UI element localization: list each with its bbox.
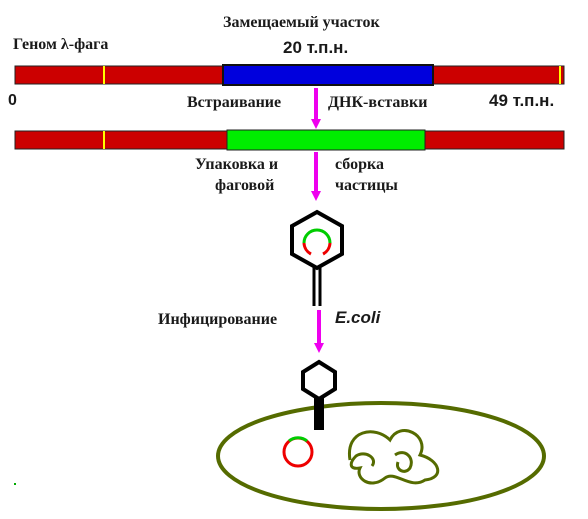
phage-dna-insert [288,436,308,443]
host-label: E.coli [335,308,381,327]
packaging-label-1b: сборка [335,156,384,173]
insertion-label-left: Встраивание [187,94,282,111]
genome-start-label: 0 [8,92,17,109]
packaged-dna-insert [302,228,332,244]
infection-label: Инфицирование [158,311,278,328]
packaged-dna-arm [302,242,312,256]
genome-label: Геном λ-фага [13,36,109,53]
stray-pixel [14,483,16,485]
bacteriophage-icon [301,359,337,430]
inserted-dna-segment [226,129,426,151]
packaging-label-2a: фаговой [215,177,275,194]
ecoli-cell-icon [216,401,546,511]
insertion-label-right: ДНК-вставки [328,94,428,111]
replaced-region-label: Замещаемый участок [223,14,380,31]
replaced-segment [222,64,434,86]
replaced-size-label: 20 т.п.н. [283,38,349,57]
genome-bar-native [14,64,565,86]
bacterial-chromosome [348,429,439,485]
bacteriophage-icon [290,209,344,306]
packaging-label-1a: Упаковка и [195,156,279,173]
cell-membrane [216,401,546,511]
phage-dna-circle [282,436,314,468]
genome-bar-recombinant [14,129,565,151]
genome-end-label: 49 т.п.н. [489,91,555,110]
packaging-label-2b: частицы [335,177,398,194]
packaged-dna-arm [322,242,332,256]
